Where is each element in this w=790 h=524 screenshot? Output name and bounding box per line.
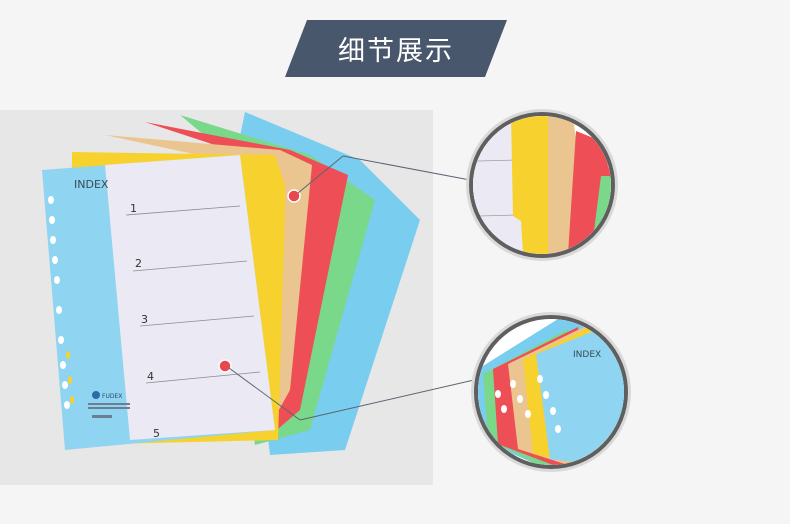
tab-number-5: 5 <box>153 427 160 440</box>
brand-logo: FUDEX <box>88 391 130 418</box>
tab-number-2: 2 <box>135 257 142 270</box>
zoom-green-tab <box>591 176 611 254</box>
zoom-detail-holes: INDEX <box>474 315 628 469</box>
zoom-punch-holes <box>495 375 561 433</box>
svg-text:FUDEX: FUDEX <box>102 393 122 400</box>
zoom-index-label: INDEX <box>573 350 601 360</box>
zoom-detail-tabs <box>469 112 615 258</box>
punch-hole-shadows <box>66 351 74 404</box>
tab-number-3: 3 <box>141 313 148 326</box>
product-photo: INDEX 1 2 3 4 5 FUDEX <box>0 110 433 485</box>
zoom-yellow-tab <box>511 116 548 254</box>
yellow-tab <box>268 210 282 240</box>
index-label: INDEX <box>74 178 109 191</box>
section-title-banner: 细节展示 <box>285 20 507 77</box>
tab-number-4: 4 <box>147 370 154 383</box>
marker-bottom <box>218 359 232 373</box>
zoom-red-tab <box>568 131 611 254</box>
tab-number-1: 1 <box>130 202 137 215</box>
index-dividers-illustration: INDEX 1 2 3 4 5 FUDEX <box>42 112 420 455</box>
marker-top <box>287 189 301 203</box>
punch-holes <box>48 196 70 409</box>
section-title: 细节展示 <box>338 36 454 67</box>
